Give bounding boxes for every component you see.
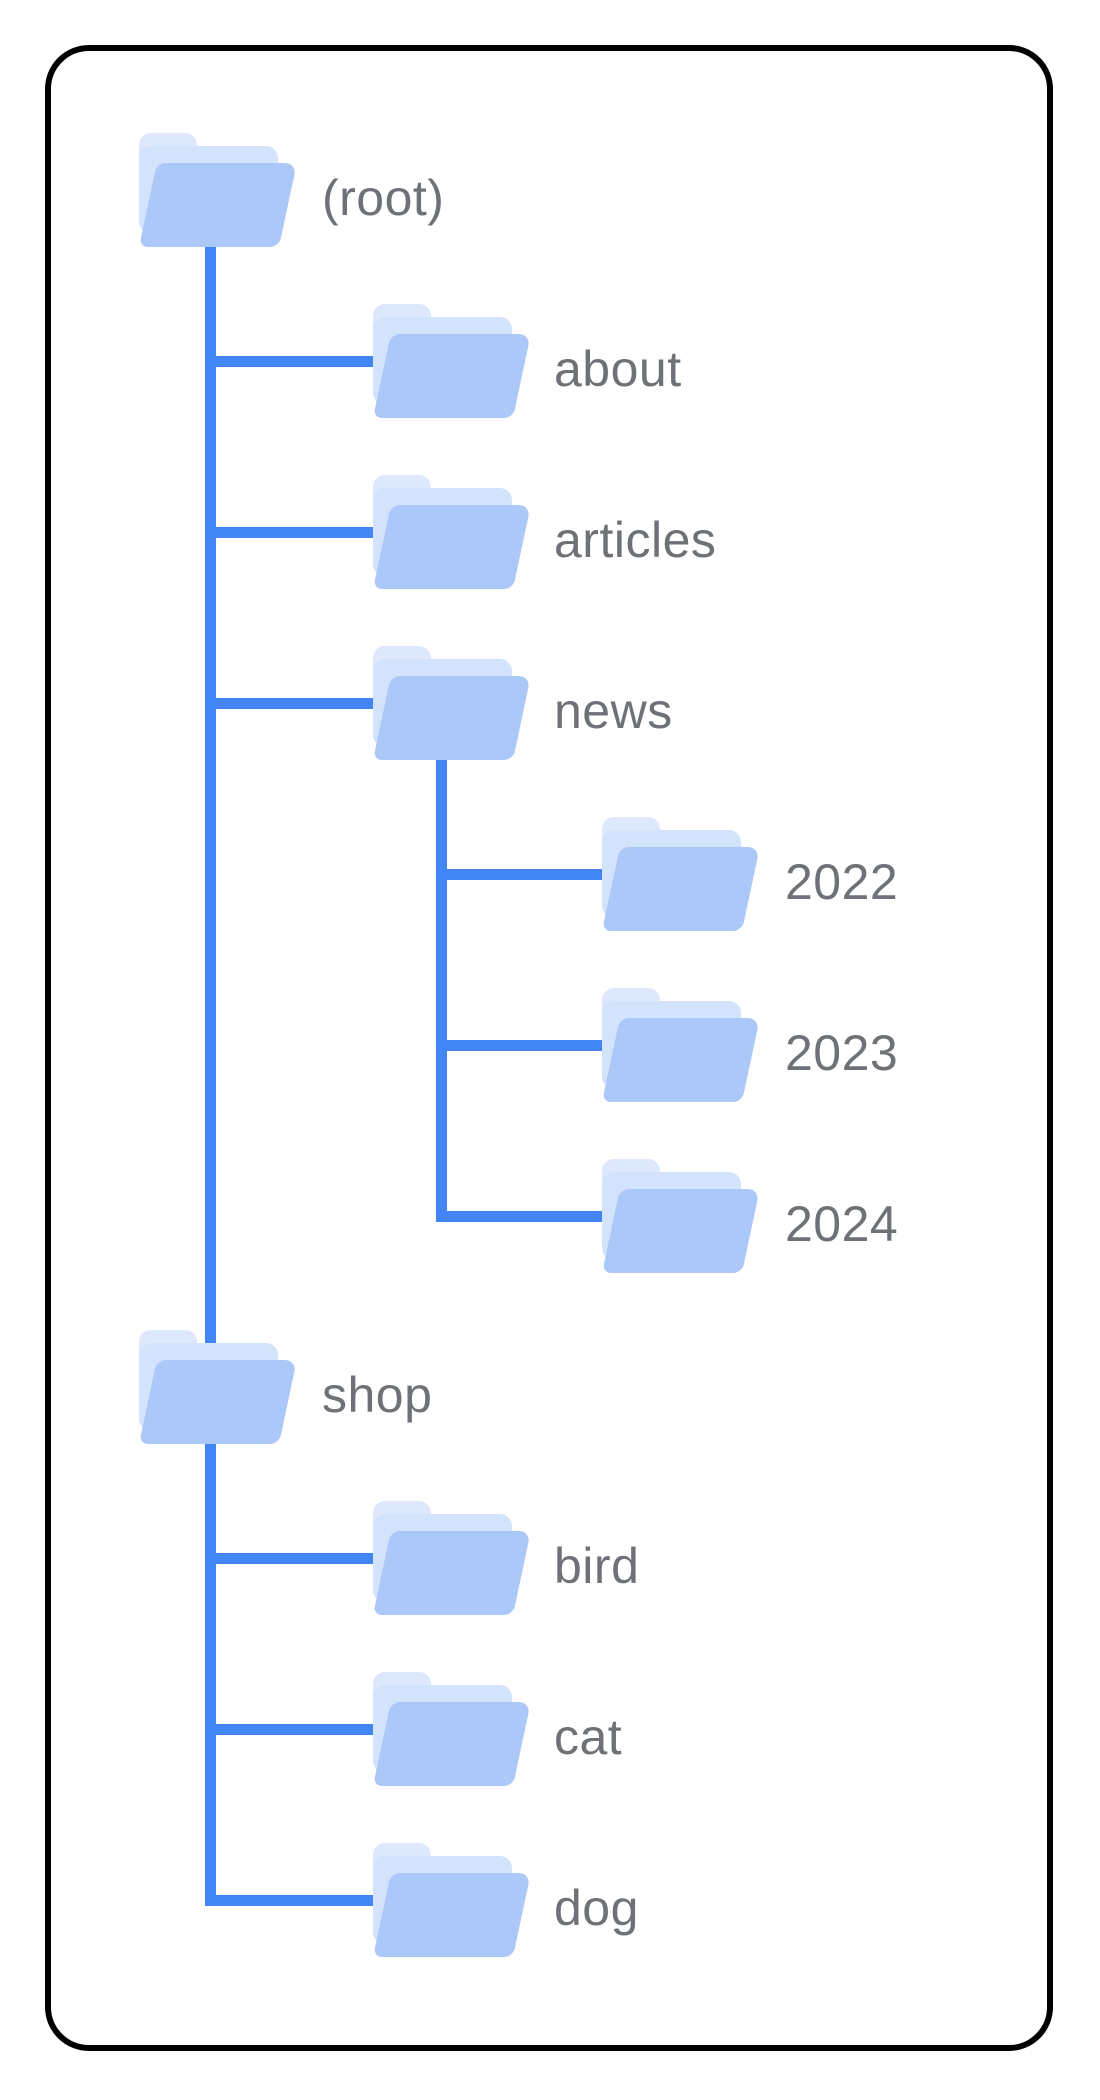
folder-label-y2022: 2022 [785, 854, 899, 910]
folder-front-panel [139, 1360, 297, 1444]
folder-front-panel [602, 1189, 760, 1273]
connector-branch [435, 1210, 616, 1222]
tree-diagram-frame [45, 45, 1053, 2051]
folder-front-panel [373, 1531, 531, 1615]
folder-front-panel [602, 847, 760, 931]
folder-front-panel [373, 676, 531, 760]
folder-icon-y2023 [602, 988, 760, 1102]
folder-icon-articles [373, 475, 531, 589]
folder-label-y2023: 2023 [785, 1025, 899, 1081]
connector-branch [204, 1723, 387, 1735]
folder-label-cat: cat [554, 1709, 623, 1765]
folder-front-panel [373, 334, 531, 418]
folder-icon-bird [373, 1501, 531, 1615]
folder-label-bird: bird [554, 1538, 640, 1594]
folder-front-panel [139, 163, 297, 247]
folder-label-root: (root) [322, 170, 445, 226]
connector-branch [435, 1039, 616, 1051]
folder-label-about: about [554, 341, 682, 397]
folder-label-y2024: 2024 [785, 1196, 899, 1252]
connector-trunk-root [204, 247, 216, 1906]
folder-icon-about [373, 304, 531, 418]
folder-front-panel [373, 505, 531, 589]
folder-icon-root [139, 133, 297, 247]
connector-branch [435, 868, 616, 880]
connector-branch [204, 1894, 387, 1906]
folder-label-news: news [554, 683, 673, 739]
folder-front-panel [373, 1702, 531, 1786]
connector-branch [204, 1552, 387, 1564]
connector-branch [204, 526, 387, 538]
connector-branch [204, 355, 387, 367]
folder-label-dog: dog [554, 1880, 639, 1936]
folder-front-panel [602, 1018, 760, 1102]
folder-icon-cat [373, 1672, 531, 1786]
folder-icon-y2022 [602, 817, 760, 931]
folder-label-shop: shop [322, 1367, 433, 1423]
folder-front-panel [373, 1873, 531, 1957]
folder-icon-dog [373, 1843, 531, 1957]
folder-icon-shop [139, 1330, 297, 1444]
folder-icon-y2024 [602, 1159, 760, 1273]
folder-label-articles: articles [554, 512, 717, 568]
connector-trunk-news [435, 760, 447, 1222]
connector-branch [204, 697, 387, 709]
folder-icon-news [373, 646, 531, 760]
